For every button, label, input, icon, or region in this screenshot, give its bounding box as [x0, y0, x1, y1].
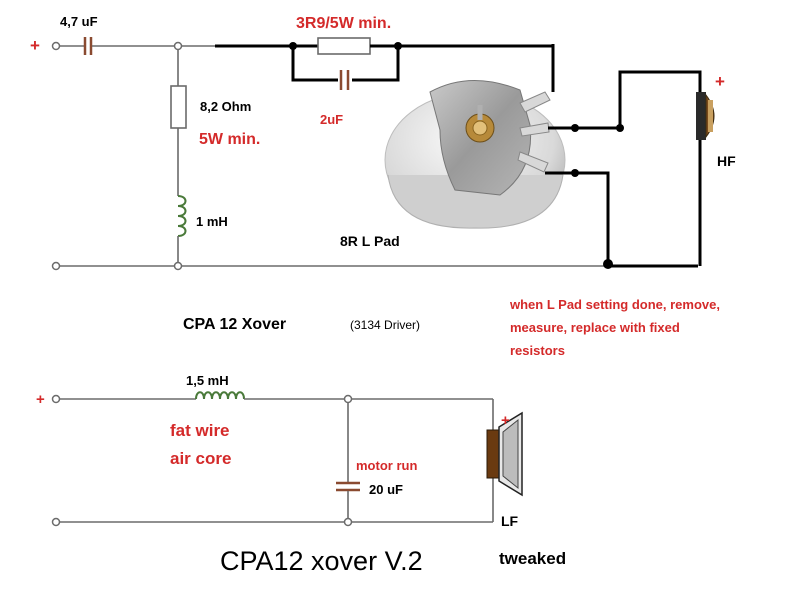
resistor-3r9 — [317, 37, 371, 55]
node-top-bottom — [173, 261, 183, 271]
bottom-return-terminal — [51, 517, 61, 527]
junction-dot-3 — [603, 259, 613, 269]
inductor-1-5mh-label: 1,5 mH — [186, 373, 229, 388]
node-bottom-top — [343, 394, 353, 404]
l-pad-device — [384, 80, 566, 229]
tweaked-label: tweaked — [499, 549, 566, 568]
shunt-res-label: 8,2 Ohm — [200, 99, 251, 114]
inductor-1mh — [177, 195, 187, 237]
node-bottom-bottom — [343, 517, 353, 527]
node-top-left — [173, 41, 183, 51]
fat-wire-label: fat wire — [170, 421, 230, 440]
lpad-label: 8R L Pad — [340, 233, 400, 249]
note-line-3: resistors — [510, 343, 565, 358]
hf-plus-label: + — [715, 72, 725, 91]
series-res-label: 3R9/5W min. — [296, 15, 391, 32]
capacitor-20uf — [336, 481, 360, 492]
shunt-res-rating-label: 5W min. — [199, 131, 260, 148]
resistor-8-2-ohm — [170, 85, 187, 129]
top-plus-label: + — [30, 36, 40, 55]
hf-tweeter — [696, 92, 715, 140]
top-input-terminal — [51, 41, 61, 51]
bottom-input-terminal — [51, 394, 61, 404]
cap-4-7uf-label: 4,7 uF — [60, 14, 98, 29]
note-line-2: measure, replace with fixed — [510, 320, 680, 335]
top-return-terminal — [51, 261, 61, 271]
junction-dot-5 — [616, 124, 624, 132]
lf-plus-label: + — [501, 412, 510, 429]
capacitor-4-7uf — [83, 37, 93, 55]
junction-dot-4 — [571, 124, 579, 132]
bypass-cap-label: 2uF — [320, 112, 343, 127]
bottom-plus-label: + — [36, 391, 45, 408]
inductor-1-5mh — [195, 391, 245, 400]
bottom-circuit — [51, 391, 523, 527]
bottom-title: CPA12 xover V.2 — [220, 546, 423, 576]
note-line-1: when L Pad setting done, remove, — [509, 297, 720, 312]
lf-woofer — [486, 411, 523, 497]
top-title: CPA 12 Xover — [183, 316, 286, 333]
inductor-1mh-label: 1 mH — [196, 214, 228, 229]
top-circuit — [51, 37, 715, 271]
lf-label: LF — [501, 513, 519, 529]
air-core-label: air core — [170, 449, 231, 468]
labels: + 4,7 uF 3R9/5W min. 2uF 8,2 Ohm 5W min.… — [30, 14, 736, 576]
top-title-driver: (3134 Driver) — [350, 318, 420, 332]
capacitor-2uf — [339, 70, 350, 90]
hf-label: HF — [717, 153, 736, 169]
junction-dot-6 — [571, 169, 579, 177]
cap-20uf-label: 20 uF — [369, 482, 403, 497]
motor-run-label: motor run — [356, 458, 417, 473]
